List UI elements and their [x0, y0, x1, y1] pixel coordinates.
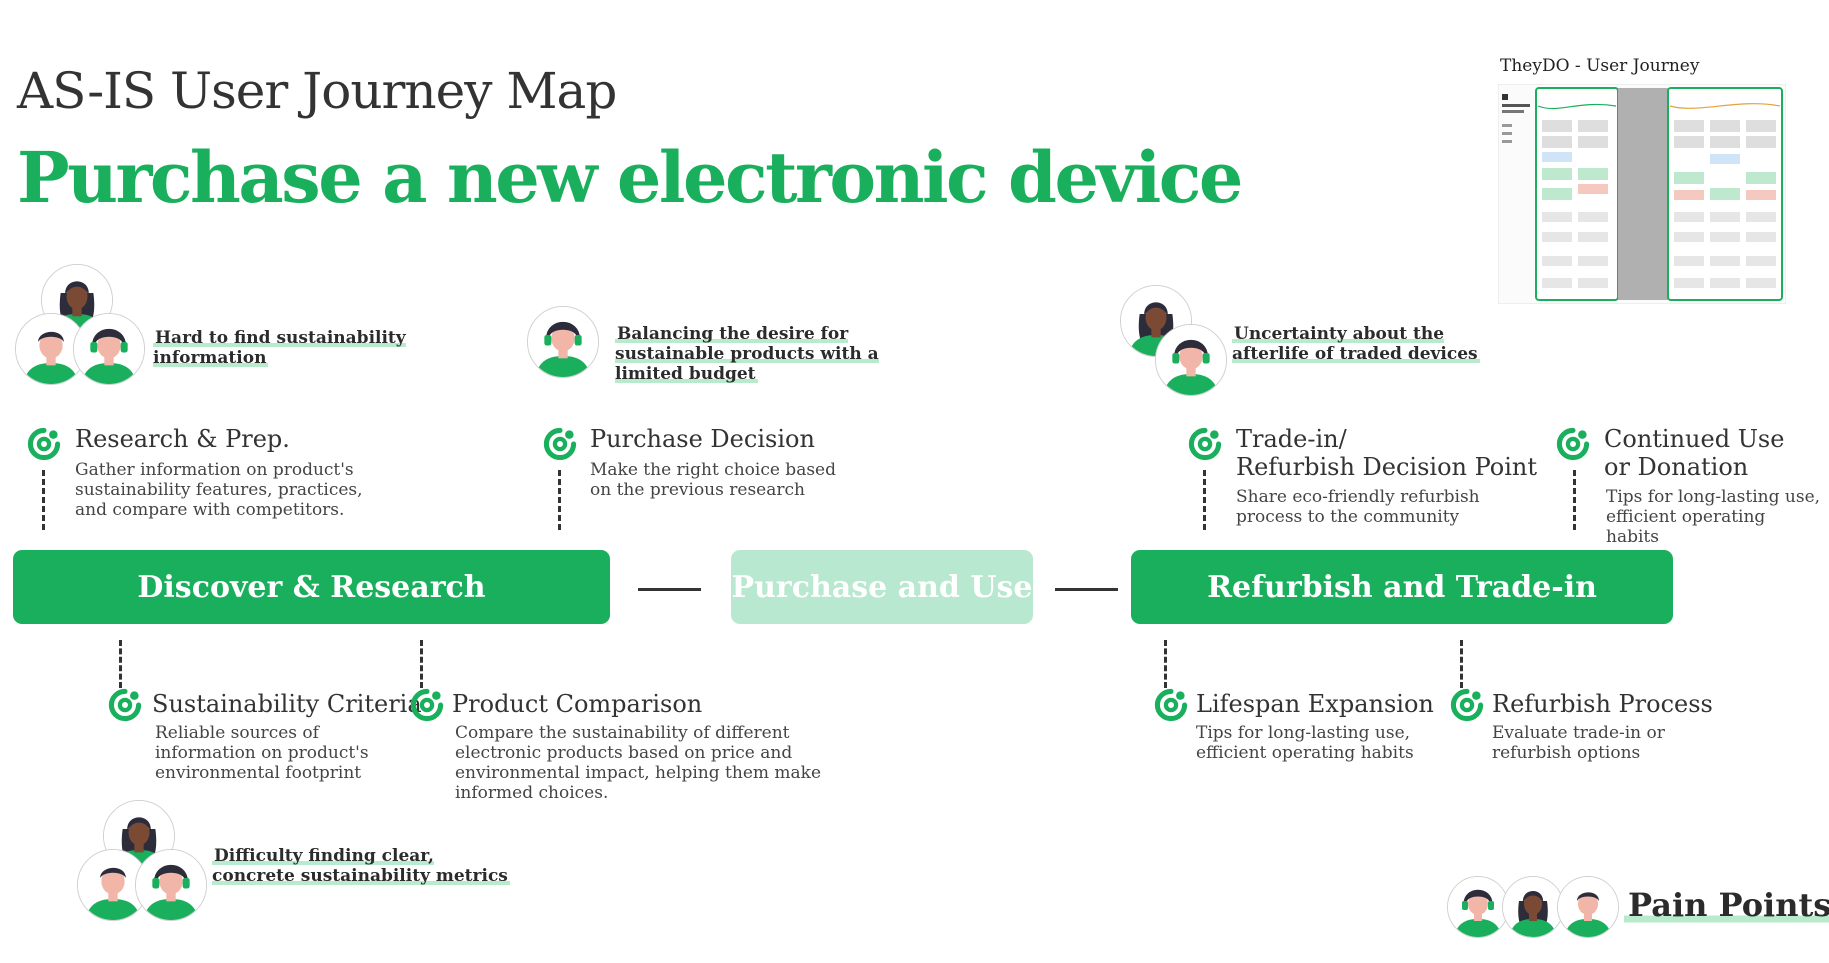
page-subtitle: AS-IS User Journey Map	[17, 62, 617, 120]
headset-avatar	[1155, 324, 1227, 396]
pain-point-2: Balancing the desire for sustainable pro…	[615, 324, 879, 384]
headset-avatar	[73, 313, 145, 385]
headset-avatar	[527, 306, 599, 378]
step-research-title: Research & Prep.	[75, 425, 290, 453]
phase-refurbish[interactable]: Refurbish and Trade-in	[1131, 550, 1673, 624]
journey-thumbnail[interactable]	[1497, 83, 1787, 305]
step-tradein-desc: Share eco-friendly refurbish process to …	[1236, 487, 1480, 527]
dashed-connector	[119, 640, 122, 688]
phase-connector	[1055, 588, 1118, 591]
pain-point-3: Uncertainty about the afterlife of trade…	[1232, 324, 1480, 364]
step-criteria-title: Sustainability Criteria	[152, 690, 422, 718]
dashed-connector	[558, 470, 561, 530]
step-continued-title-1: Continued Use	[1604, 425, 1785, 453]
step-lifespan-title: Lifespan Expansion	[1196, 690, 1434, 718]
dashed-connector	[42, 470, 45, 530]
step-icon	[1556, 427, 1590, 461]
thumbnail-label: TheyDO - User Journey	[1500, 56, 1700, 76]
step-refurbish-title: Refurbish Process	[1492, 690, 1713, 718]
step-icon	[27, 427, 61, 461]
man-avatar	[1557, 876, 1619, 938]
step-icon	[1188, 427, 1222, 461]
headset-avatar	[135, 849, 207, 921]
headset-avatar	[1447, 876, 1509, 938]
step-decision-desc: Make the right choice based on the previ…	[590, 460, 836, 500]
dashed-connector	[1460, 640, 1463, 688]
step-criteria-desc: Reliable sources of information on produ…	[155, 723, 369, 783]
step-continued-desc: Tips for long-lasting use, efficient ope…	[1606, 487, 1821, 547]
woman-avatar	[1502, 876, 1564, 938]
step-tradein-title-2: Refurbish Decision Point	[1236, 453, 1538, 481]
dashed-connector	[1573, 470, 1576, 530]
step-decision-title: Purchase Decision	[590, 425, 815, 453]
dashed-connector	[1203, 470, 1206, 530]
step-icon	[410, 688, 444, 722]
dashed-connector	[1164, 640, 1167, 688]
step-icon	[543, 427, 577, 461]
step-icon	[1450, 688, 1484, 722]
pain-point-4: Difficulty finding clear, concrete susta…	[212, 846, 510, 886]
step-lifespan-desc: Tips for long-lasting use, efficient ope…	[1196, 723, 1414, 763]
page-title: Purchase a new electronic device	[17, 136, 1243, 219]
step-refurbish-desc: Evaluate trade-in or refurbish options	[1492, 723, 1665, 763]
phase-purchase[interactable]: Purchase and Use	[731, 550, 1033, 624]
phase-connector	[638, 588, 701, 591]
step-icon	[108, 688, 142, 722]
pain-point-1: Hard to find sustainability information	[153, 328, 406, 368]
step-research-desc: Gather information on product's sustaina…	[75, 460, 363, 520]
step-comparison-desc: Compare the sustainability of different …	[455, 723, 822, 803]
step-comparison-title: Product Comparison	[452, 690, 703, 718]
step-continued-title-2: or Donation	[1604, 453, 1749, 481]
step-icon	[1154, 688, 1188, 722]
phase-discover[interactable]: Discover & Research	[13, 550, 610, 624]
legend-pain-points: Pain Points	[1624, 886, 1829, 924]
step-tradein-title-1: Trade-in/	[1236, 425, 1347, 453]
dashed-connector	[420, 640, 423, 688]
